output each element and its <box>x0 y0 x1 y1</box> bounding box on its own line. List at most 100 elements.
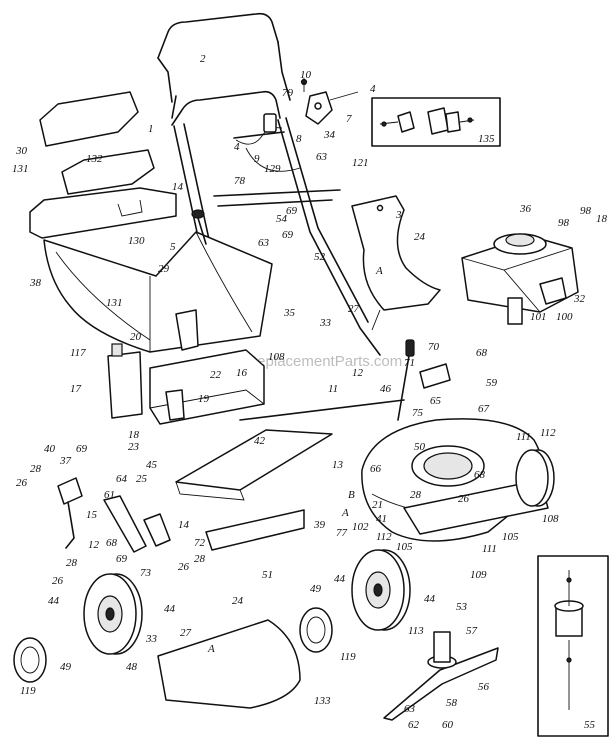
label-8: 8 <box>296 133 302 145</box>
discharge-door <box>107 343 143 419</box>
label-77: 77 <box>336 527 348 539</box>
label-20: 20 <box>130 331 142 343</box>
label-113: 113 <box>408 625 424 637</box>
label-24b: 24 <box>232 595 244 607</box>
label-22: 22 <box>210 369 222 381</box>
label-9: 9 <box>254 153 260 165</box>
label-63b: 63 <box>258 237 270 249</box>
label-72: 72 <box>194 537 206 549</box>
control-cable <box>235 113 301 172</box>
label-26c: 26 <box>178 561 190 573</box>
label-45: 45 <box>146 459 158 471</box>
label-44d: 44 <box>424 593 436 605</box>
label-131a: 131 <box>12 163 29 175</box>
rear-deflector <box>149 309 265 425</box>
label-53: 53 <box>456 601 468 613</box>
label-37: 37 <box>59 455 72 467</box>
inset-135 <box>371 97 501 147</box>
label-35: 35 <box>283 307 296 319</box>
label-24a: 24 <box>414 231 426 243</box>
label-79: 79 <box>282 87 294 99</box>
mower-deck <box>361 418 549 542</box>
label-19: 19 <box>198 393 210 405</box>
label-62: 62 <box>408 719 420 731</box>
label-28b: 28 <box>66 557 78 569</box>
label-26d: 26 <box>458 493 470 505</box>
label-71: 71 <box>404 357 415 369</box>
label-65: 65 <box>430 395 442 407</box>
label-13: 13 <box>332 459 344 471</box>
part-labels: 1 2 3 4 4 5 7 8 9 10 11 12 12 13 14 14 1… <box>12 53 608 731</box>
label-75: 75 <box>412 407 424 419</box>
label-14a: 14 <box>172 181 184 193</box>
left-linkage <box>57 477 171 553</box>
label-119b: 119 <box>340 651 356 663</box>
label-44c: 44 <box>334 573 346 585</box>
label-3: 3 <box>395 209 402 221</box>
grass-bag <box>43 231 273 353</box>
label-51: 51 <box>262 569 273 581</box>
label-68b: 68 <box>106 537 118 549</box>
label-101: 101 <box>530 311 547 323</box>
label-69a: 69 <box>286 205 298 217</box>
label-B: B <box>348 489 355 501</box>
label-11: 11 <box>328 383 338 395</box>
label-26a: 26 <box>16 477 28 489</box>
left-front-wheel <box>83 573 143 655</box>
label-42: 42 <box>254 435 266 447</box>
label-33a: 33 <box>319 317 332 329</box>
label-130: 130 <box>128 235 145 247</box>
label-23: 23 <box>128 441 140 453</box>
label-A3: A <box>207 643 215 655</box>
label-69c: 69 <box>76 443 88 455</box>
label-54: 54 <box>276 213 288 225</box>
engine <box>461 233 579 325</box>
label-68a: 68 <box>476 347 488 359</box>
label-44a: 44 <box>48 595 60 607</box>
label-29: 29 <box>158 263 170 275</box>
height-lever-knob <box>191 209 207 245</box>
label-34: 34 <box>323 129 336 141</box>
label-4b: 4 <box>234 141 240 153</box>
label-98b: 98 <box>580 205 592 217</box>
label-30: 30 <box>15 145 28 157</box>
grass-bag-frame <box>29 91 177 239</box>
label-111b: 111 <box>482 543 497 555</box>
label-28d: 28 <box>410 489 422 501</box>
label-112a: 112 <box>540 427 556 439</box>
label-36: 36 <box>519 203 532 215</box>
handle-bracket <box>300 78 359 125</box>
label-50: 50 <box>414 441 426 453</box>
label-59: 59 <box>486 377 498 389</box>
label-18b: 18 <box>128 429 140 441</box>
label-12a: 12 <box>352 367 364 379</box>
label-109: 109 <box>470 569 487 581</box>
label-32: 32 <box>573 293 586 305</box>
label-112b: 112 <box>376 531 392 543</box>
label-61: 61 <box>104 489 115 501</box>
label-48: 48 <box>126 661 138 673</box>
label-A1: A <box>375 265 383 277</box>
right-rear-wheel <box>515 449 555 507</box>
label-10: 10 <box>300 69 312 81</box>
label-2: 2 <box>200 53 206 65</box>
label-5: 5 <box>170 241 176 253</box>
label-14b: 14 <box>178 519 190 531</box>
label-108b: 108 <box>542 513 559 525</box>
label-66: 66 <box>370 463 382 475</box>
label-28a: 28 <box>30 463 42 475</box>
label-58: 58 <box>446 697 458 709</box>
label-46: 46 <box>380 383 392 395</box>
label-49b: 49 <box>310 583 322 595</box>
label-56: 56 <box>478 681 490 693</box>
label-15: 15 <box>86 509 98 521</box>
label-7: 7 <box>346 113 352 125</box>
label-16: 16 <box>236 367 248 379</box>
label-40: 40 <box>44 443 56 455</box>
label-63a: 63 <box>316 151 328 163</box>
hubcap-119-mid <box>299 607 333 653</box>
label-117: 117 <box>70 347 86 359</box>
label-133: 133 <box>314 695 331 707</box>
label-55: 55 <box>584 719 596 731</box>
